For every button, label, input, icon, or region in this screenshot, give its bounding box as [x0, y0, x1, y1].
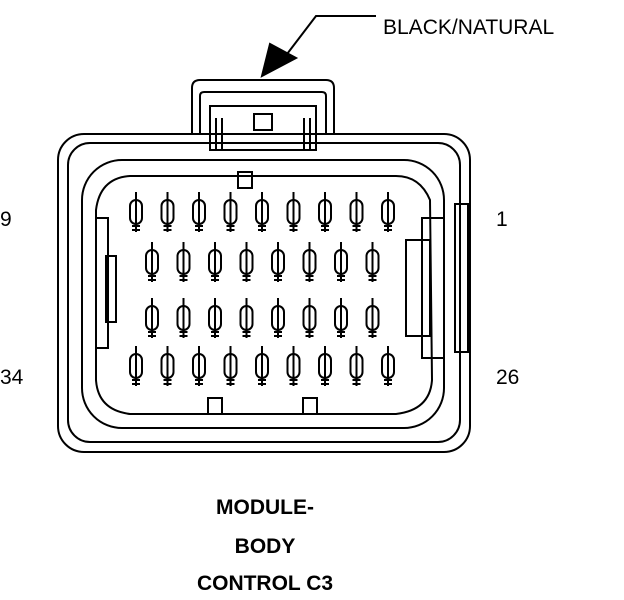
left-guide [95, 217, 109, 349]
terminal-pins [129, 192, 395, 386]
terminal-pin [349, 346, 364, 386]
terminal-pin [365, 242, 380, 282]
terminal-pin [271, 298, 285, 338]
terminal-pin [318, 192, 332, 232]
terminal-pin [160, 346, 175, 386]
bottom-key-left [207, 397, 223, 415]
terminal-pin [302, 242, 317, 282]
terminal-pin [365, 298, 380, 338]
left-key [105, 255, 117, 323]
terminal-pin [334, 242, 348, 282]
terminal-pin [302, 298, 317, 338]
terminal-pin [160, 192, 175, 232]
pin-label-34: 34 [0, 366, 24, 389]
terminal-pin [255, 192, 269, 232]
terminal-pin [129, 192, 143, 232]
wire-color-label: BLACK/NATURAL [383, 16, 555, 39]
connector-title-line-2: BODY [234, 535, 296, 558]
connector-shell-inner [67, 142, 461, 443]
right-guide [421, 217, 445, 359]
latch-housing [191, 79, 335, 134]
connector-title-line-3: CONTROL C3 [196, 572, 334, 595]
terminal-pin [349, 192, 364, 232]
terminal-pin [145, 298, 159, 338]
terminal-pin [381, 346, 395, 386]
pin-label-1: 1 [496, 208, 508, 231]
terminal-pin [334, 298, 348, 338]
terminal-pin [286, 346, 301, 386]
terminal-pin [318, 346, 332, 386]
terminal-pin [255, 346, 269, 386]
connector-title-line-1: MODULE- [216, 496, 314, 519]
terminal-pin [381, 192, 395, 232]
connector-cavity [95, 175, 434, 415]
terminal-pin [176, 298, 191, 338]
terminal-pin [239, 242, 254, 282]
pin-label-26: 26 [496, 366, 520, 389]
right-key [405, 239, 431, 337]
leader-arrowhead [260, 42, 299, 78]
terminal-pin [286, 192, 301, 232]
terminal-pin [129, 346, 143, 386]
terminal-pin [192, 192, 206, 232]
terminal-pin [271, 242, 285, 282]
terminal-pin [192, 346, 206, 386]
terminal-pin [239, 298, 254, 338]
leader-line [283, 15, 376, 59]
connector-outer-shell [57, 133, 471, 453]
pin-label-9: 9 [0, 208, 12, 231]
top-key [237, 171, 253, 189]
bottom-key-right [302, 397, 318, 415]
terminal-pin [208, 242, 222, 282]
terminal-pin [223, 192, 238, 232]
terminal-pin [145, 242, 159, 282]
right-rail [454, 203, 469, 353]
terminal-pin [176, 242, 191, 282]
terminal-pin [208, 298, 222, 338]
latch-tab [209, 105, 317, 151]
latch-slot [253, 113, 273, 131]
terminal-pin [223, 346, 238, 386]
latch-inner [199, 91, 327, 134]
